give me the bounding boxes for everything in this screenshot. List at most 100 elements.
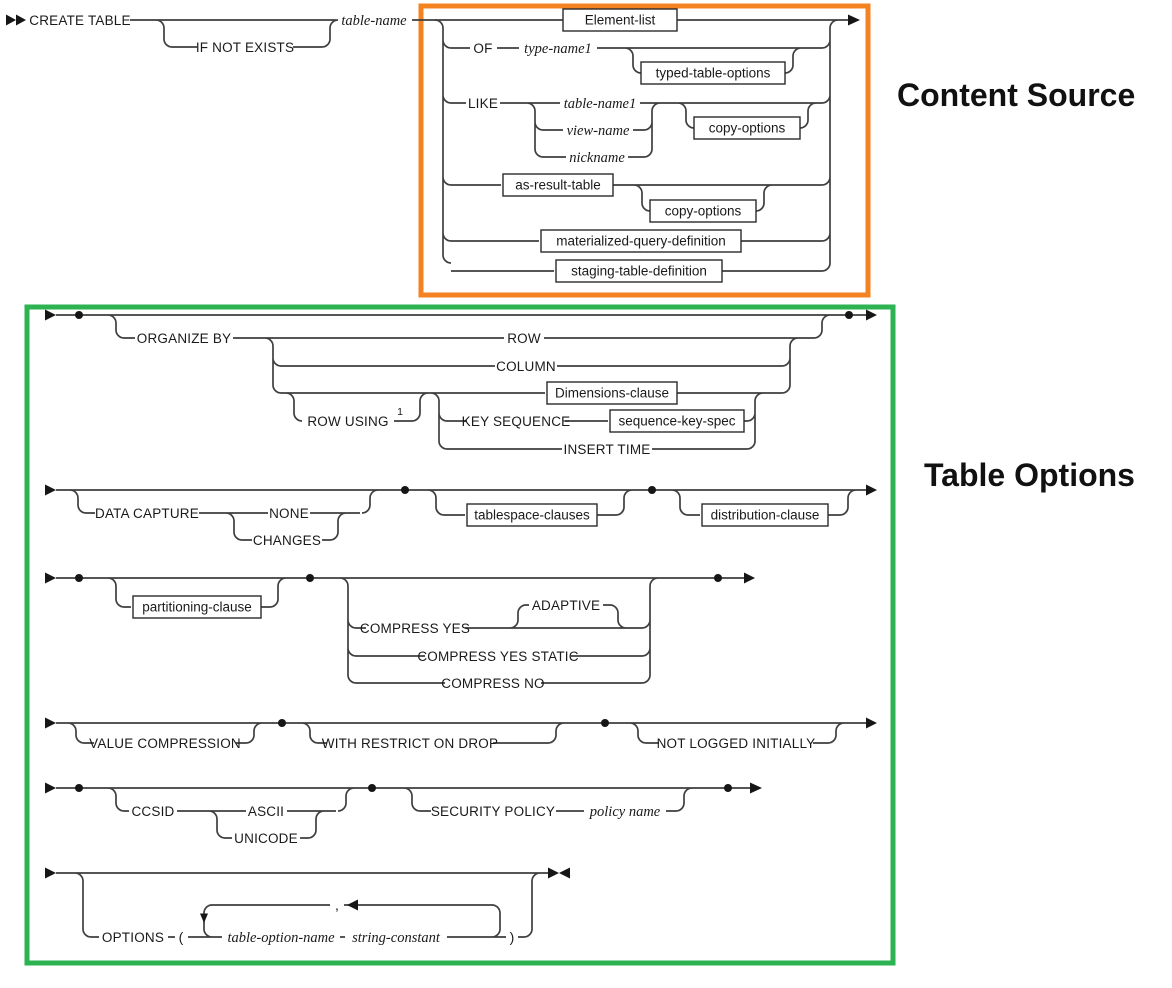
flow-arrow-icon [744, 572, 755, 584]
keyword-row-using: ROW USING [307, 414, 388, 429]
variable-nickname: nickname [569, 150, 625, 166]
row-b-lines [56, 489, 866, 541]
diagram-start-arrow-icon [16, 14, 26, 26]
row-a-lines [56, 314, 866, 450]
loop-separator-comma: , [335, 897, 339, 913]
loop-left-arrow-icon [347, 899, 358, 911]
rule-as-result-table: as-result-table [515, 178, 601, 193]
variable-string-constant: string-constant [352, 930, 441, 946]
row-start-arrow-icon [45, 572, 56, 584]
keyword-if-not-exists: IF NOT EXISTS [196, 40, 294, 55]
keyword-column: COLUMN [496, 359, 556, 374]
rule-box-element-list [562, 8, 678, 32]
rule-box-partitioning-clause [132, 595, 262, 619]
rule-partitioning-clause: partitioning-clause [142, 600, 252, 615]
row-data-capture: DATA CAPTURE NONE CHANGES tablespace-cla… [45, 484, 877, 548]
keyword-value-compression: VALUE COMPRESSION [89, 736, 241, 751]
keyword-row: ROW [507, 331, 541, 346]
diagram-end-arrow-icon [548, 867, 559, 879]
junction-dot [601, 719, 609, 727]
rule-box-as-result-table [502, 173, 614, 197]
junction-dot [306, 574, 314, 582]
row-options: OPTIONS ( , table-option-name string-con… [45, 867, 570, 946]
rule-typed-table-options: typed-table-options [656, 66, 771, 81]
row-organize-by: ORGANIZE BY ROW COLUMN Dimensions-clause… [45, 309, 877, 457]
keyword-of: OF [473, 41, 492, 56]
table-options-region-border [24, 304, 896, 966]
keyword-security-policy: SECURITY POLICY [431, 804, 555, 819]
row-start-arrow-icon [45, 782, 56, 794]
keyword-compress-yes-static: COMPRESS YES STATIC [417, 649, 578, 664]
content-source-region-border [418, 3, 871, 298]
rule-dimensions-clause: Dimensions-clause [555, 386, 669, 401]
row-start-arrow-icon [45, 867, 56, 879]
rule-box-staging-table-definition [555, 259, 723, 283]
content-source-branches: Element-list OF type-name1 typed-table-o… [434, 8, 860, 283]
keyword-compress-yes: COMPRESS YES [360, 621, 470, 636]
flow-arrow-icon [866, 309, 877, 321]
keyword-data-capture: DATA CAPTURE [95, 506, 199, 521]
row-misc-options: VALUE COMPRESSION WITH RESTRICT ON DROP … [45, 717, 877, 751]
rule-box-copy-options-2 [649, 199, 757, 223]
keyword-key-sequence: KEY SEQUENCE [462, 414, 571, 429]
junction-dot [648, 486, 656, 494]
rule-box-tablespace-clauses [466, 503, 598, 527]
junction-dot [75, 574, 83, 582]
rule-box-sequence-key-spec [609, 409, 745, 433]
rule-element-list: Element-list [585, 13, 656, 28]
variable-view-name: view-name [567, 123, 630, 139]
content-source-lines [434, 19, 848, 272]
junction-dot [368, 784, 376, 792]
flow-arrow-icon [866, 717, 877, 729]
rule-copy-options-1: copy-options [709, 121, 786, 136]
keyword-none: NONE [269, 506, 309, 521]
start-row-lines [130, 19, 445, 48]
rule-distribution-clause: distribution-clause [711, 508, 820, 523]
keyword-options: OPTIONS [102, 930, 164, 945]
rule-materialized-query-definition: materialized-query-definition [556, 234, 726, 249]
junction-dot [278, 719, 286, 727]
row-start-arrow-icon [45, 309, 56, 321]
row-f-lines [56, 872, 548, 938]
rule-staging-table-definition: staging-table-definition [571, 264, 707, 279]
keyword-ascii: ASCII [248, 804, 284, 819]
variable-type-name1: type-name1 [524, 41, 592, 57]
content-source-label: Content Source [897, 77, 1135, 113]
row-e-lines [56, 787, 750, 839]
keyword-adaptive: ADAPTIVE [532, 598, 600, 613]
row-start-arrow-icon [45, 717, 56, 729]
keyword-not-logged-initially: NOT LOGGED INITIALLY [657, 736, 816, 751]
keyword-unicode: UNICODE [234, 831, 298, 846]
diagram-end-arrow-icon [559, 867, 570, 879]
row-compress: partitioning-clause COMPRESS YES ADAPTIV… [45, 572, 755, 691]
row-start-arrow-icon [45, 484, 56, 496]
close-paren: ) [510, 929, 515, 945]
keyword-changes: CHANGES [253, 533, 321, 548]
variable-table-name: table-name [341, 13, 407, 29]
footnote-1-marker: 1 [397, 406, 403, 418]
rule-box-materialized-query-definition [540, 229, 742, 253]
keyword-like: LIKE [468, 96, 498, 111]
variable-table-name1: table-name1 [564, 96, 636, 112]
row-ccsid-security: CCSID ASCII UNICODE SECURITY POLICY poli… [45, 782, 762, 846]
junction-dot [75, 784, 83, 792]
rule-copy-options-2: copy-options [665, 204, 742, 219]
row-d-lines [56, 722, 866, 744]
diagram-start-arrow-icon [6, 14, 16, 26]
junction-dot [714, 574, 722, 582]
keyword-compress-no: COMPRESS NO [441, 676, 544, 691]
variable-policy-name: policy name [589, 804, 661, 820]
rule-sequence-key-spec: sequence-key-spec [618, 414, 735, 429]
flow-arrow-icon [866, 484, 877, 496]
rule-tablespace-clauses: tablespace-clauses [474, 508, 590, 523]
rule-box-distribution-clause [701, 503, 829, 527]
open-paren: ( [179, 929, 184, 945]
keyword-insert-time: INSERT TIME [564, 442, 651, 457]
junction-dot [401, 486, 409, 494]
junction-dot [845, 311, 853, 319]
start-row: CREATE TABLE IF NOT EXISTS table-name [6, 13, 445, 55]
row-c-lines [56, 577, 744, 684]
table-options-label: Table Options [924, 457, 1135, 493]
